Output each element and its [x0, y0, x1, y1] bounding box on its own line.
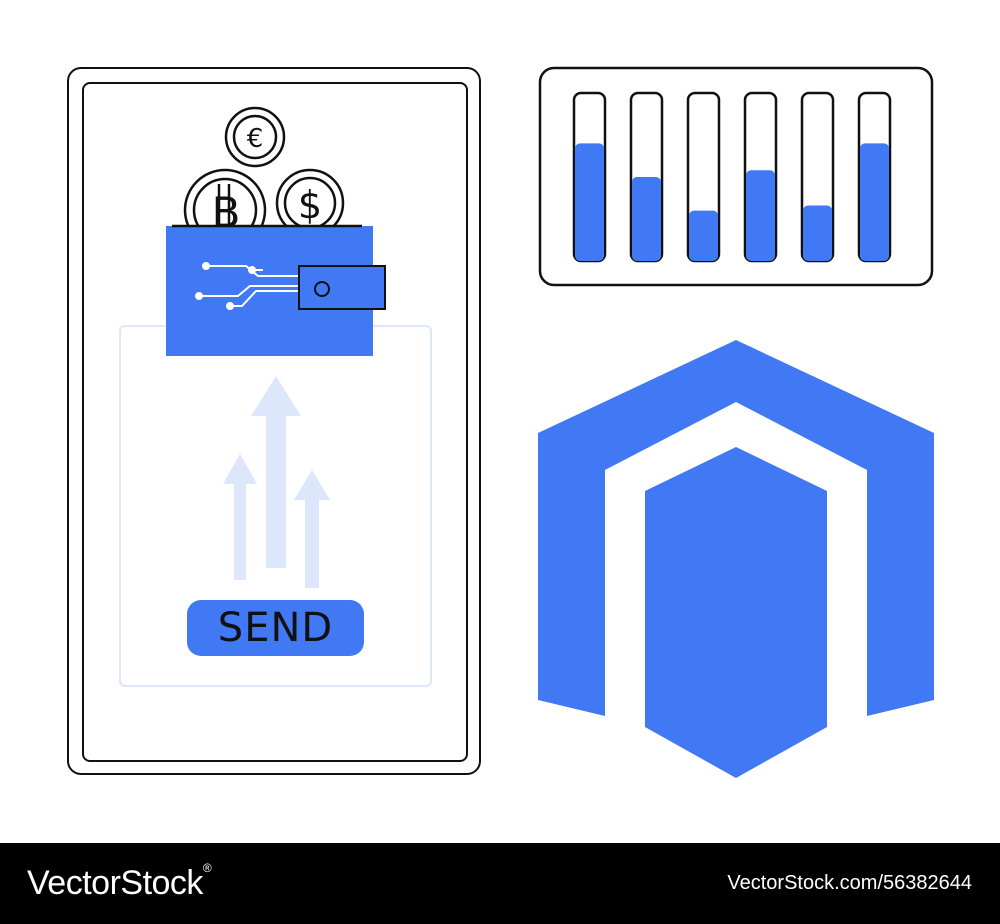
hexagon-logo-icon: [538, 340, 934, 778]
phone-frame: [67, 67, 481, 775]
illustration-canvas: € B $: [166, 66, 934, 778]
euro-coin-icon: €: [224, 106, 286, 168]
crypto-wallet-icon: [166, 224, 386, 356]
level-bar-fill: [632, 177, 661, 261]
upload-arrows-icon: [223, 376, 330, 588]
level-bar-fill: [689, 210, 718, 261]
level-bar-fill: [575, 143, 604, 261]
dollar-coin-icon: $: [275, 168, 345, 238]
euro-symbol: €: [247, 124, 264, 154]
level-bar-fill: [803, 205, 832, 261]
footer-brand-logo: VectorStock®: [27, 843, 212, 924]
level-bars: [572, 91, 892, 263]
footer-bar: VectorStock® VectorStock.com/56382644: [0, 843, 1000, 924]
dollar-symbol: $: [298, 183, 322, 227]
footer-image-id: VectorStock.com/56382644: [727, 872, 972, 894]
footer-brand-text: VectorStock: [27, 864, 203, 902]
level-bar-fill: [746, 170, 775, 261]
level-bar-fill: [860, 143, 889, 261]
footer-brand-mark: ®: [202, 861, 212, 875]
phone-screen: [82, 82, 468, 762]
send-button[interactable]: SEND: [187, 600, 364, 656]
